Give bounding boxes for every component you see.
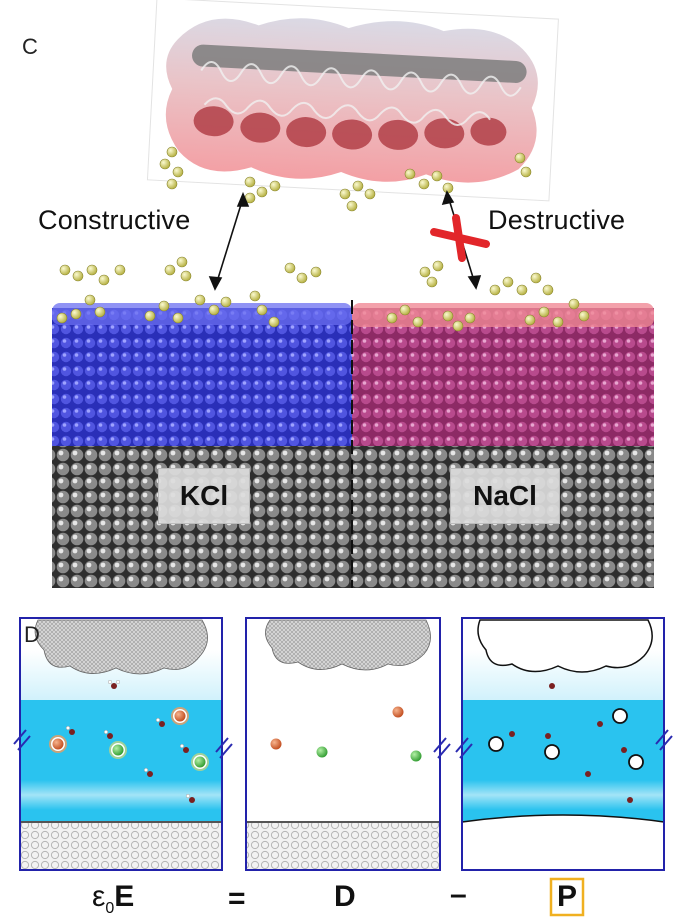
kcl-label: KCl	[158, 468, 250, 524]
eps-char: ε	[92, 880, 106, 913]
constructive-label: Constructive	[38, 205, 191, 235]
panel-d-letter: D	[24, 622, 40, 647]
blocked-cross-icon	[430, 214, 490, 262]
break-marks	[13, 729, 673, 759]
polarization-p: P	[557, 880, 578, 913]
box-d	[245, 617, 441, 871]
box-p	[461, 617, 665, 871]
minus-sign: –	[450, 878, 467, 911]
panel-c-letter: C	[22, 34, 38, 59]
nacl-label: NaCl	[450, 468, 560, 524]
constructive-arrow	[208, 191, 250, 291]
ligands-middle	[59, 256, 554, 296]
ligands-surface	[56, 290, 590, 332]
eps-symbol: ε0E	[92, 880, 134, 918]
equals-sign: =	[228, 882, 246, 915]
displacement-d: D	[334, 880, 356, 913]
destructive-label: Destructive	[488, 205, 626, 235]
peptide-card	[146, 0, 559, 202]
p-highlight-box	[549, 877, 585, 917]
field-e: E	[114, 880, 135, 913]
box-eps-e	[19, 617, 223, 871]
eps-subscript: 0	[105, 900, 115, 917]
ligands-upper	[159, 146, 532, 212]
